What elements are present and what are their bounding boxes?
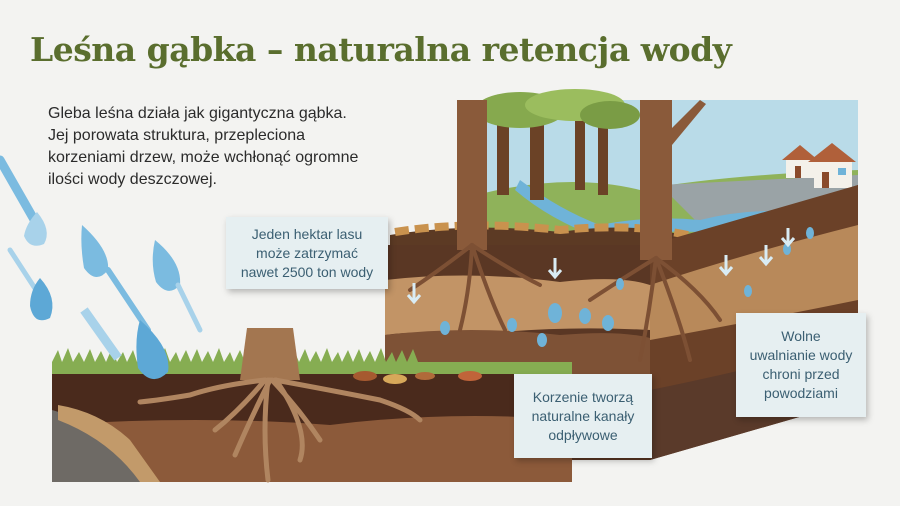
callout-line: może zatrzymać — [256, 244, 358, 261]
callout-line: odpływowe — [548, 426, 618, 443]
tree-trunk — [640, 100, 672, 260]
fallen-leaves — [353, 371, 482, 384]
intro-text: Gleba leśna działa jak gigantyczna gąbka… — [48, 103, 448, 191]
intro-line: Jej porowata struktura, przepleciona — [48, 127, 306, 144]
intro-line: ilości wody deszczowej. — [48, 171, 217, 188]
house-icon — [782, 145, 818, 178]
callout-line: powodziami — [764, 385, 838, 401]
tree-trunk — [457, 100, 487, 250]
house-icon — [808, 143, 856, 188]
raindrop-icons — [0, 155, 203, 380]
callout-line: nawet 2500 ton wody — [240, 263, 374, 280]
ground-strip — [52, 348, 572, 482]
callout-line: naturalne kanały — [531, 407, 635, 424]
callout-root-channels: Korzenie tworzą naturalne kanały odpływo… — [514, 374, 652, 458]
callout-slow-release: Wolne uwalnianie wody chroni przed powod… — [736, 313, 866, 417]
callout-line: uwalnianie wody — [749, 347, 853, 363]
intro-line: Gleba leśna działa jak gigantyczna gąbka… — [48, 105, 347, 122]
down-arrow-icons — [406, 228, 796, 305]
tree-stump — [137, 328, 423, 483]
callout-line: Jeden hektar lasu — [251, 225, 363, 242]
water-drop-icons — [440, 227, 814, 347]
callout-line: Wolne — [781, 328, 821, 344]
callout-line: Korzenie tworzą — [532, 388, 634, 405]
page-title: Leśna gąbka – naturalna retencja wody — [30, 30, 732, 69]
intro-line: korzeniami drzew, może wchłonąć ogromne — [48, 149, 359, 166]
callout-retention: Jeden hektar lasu może zatrzymać nawet 2… — [226, 217, 388, 289]
callout-line: chroni przed — [762, 366, 840, 382]
